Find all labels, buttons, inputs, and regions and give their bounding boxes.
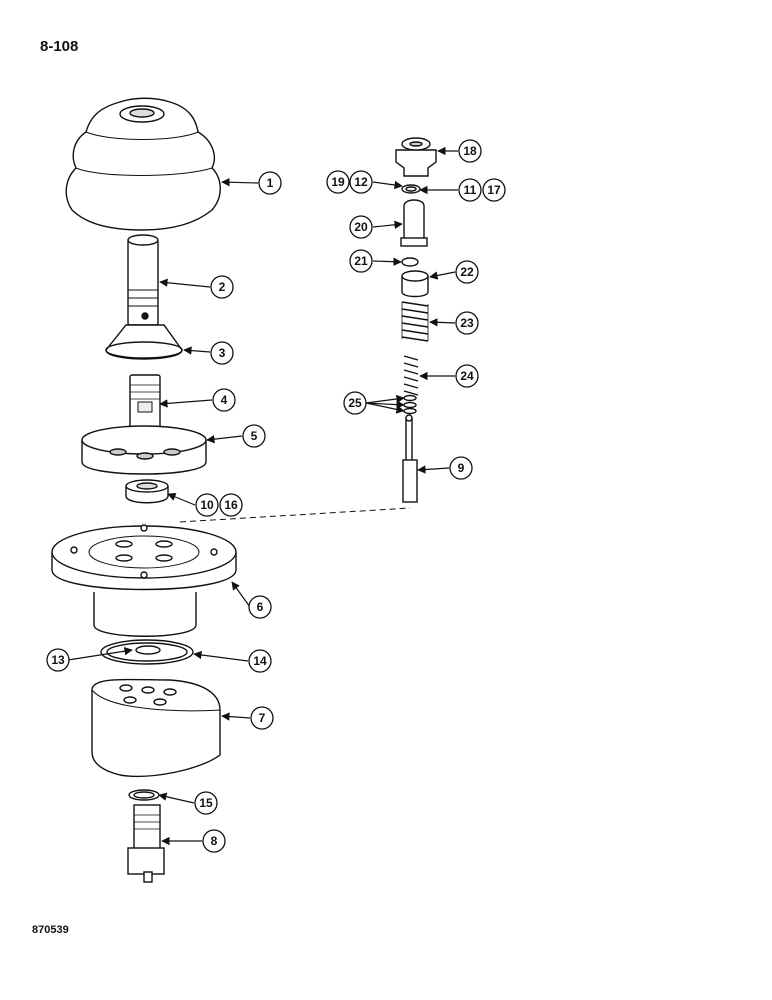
assembly-link-line bbox=[179, 507, 411, 523]
svg-text:22: 22 bbox=[460, 265, 474, 279]
part-plug bbox=[127, 804, 165, 883]
callout-3: 3 bbox=[210, 341, 234, 365]
callout-25: 25 bbox=[343, 391, 367, 415]
part-body bbox=[91, 678, 221, 777]
svg-text:15: 15 bbox=[199, 796, 213, 810]
part-rod bbox=[402, 414, 418, 503]
callout-1: 1 bbox=[258, 171, 282, 195]
callout-6: 6 bbox=[248, 595, 272, 619]
svg-text:3: 3 bbox=[219, 346, 226, 360]
part-washer-small bbox=[401, 184, 421, 194]
callout-14: 14 bbox=[248, 649, 272, 673]
callout-7: 7 bbox=[250, 706, 274, 730]
callout-15: 15 bbox=[194, 791, 218, 815]
svg-text:18: 18 bbox=[463, 144, 477, 158]
callout-4: 4 bbox=[212, 388, 236, 412]
part-pin bbox=[129, 374, 161, 441]
svg-text:25: 25 bbox=[348, 396, 362, 410]
svg-text:9: 9 bbox=[458, 461, 465, 475]
callout-16: 16 bbox=[219, 493, 243, 517]
svg-text:2: 2 bbox=[219, 280, 226, 294]
page-number: 8-108 bbox=[40, 38, 79, 55]
svg-text:1: 1 bbox=[267, 176, 274, 190]
callout-5: 5 bbox=[242, 424, 266, 448]
callout-19: 19 bbox=[326, 170, 350, 194]
svg-text:14: 14 bbox=[253, 654, 267, 668]
part-clip bbox=[401, 257, 419, 267]
svg-text:10: 10 bbox=[200, 498, 214, 512]
svg-text:4: 4 bbox=[221, 393, 228, 407]
callout-18: 18 bbox=[458, 139, 482, 163]
svg-text:20: 20 bbox=[354, 220, 368, 234]
svg-text:5: 5 bbox=[251, 429, 258, 443]
callout-2: 2 bbox=[210, 275, 234, 299]
part-plate bbox=[81, 425, 207, 475]
callout-12: 12 bbox=[349, 170, 373, 194]
part-spring-small bbox=[403, 355, 419, 396]
callout-9: 9 bbox=[449, 456, 473, 480]
svg-text:8: 8 bbox=[211, 834, 218, 848]
part-shaft bbox=[127, 234, 159, 326]
part-piston bbox=[400, 199, 428, 247]
part-collar bbox=[401, 270, 429, 298]
callout-22: 22 bbox=[455, 260, 479, 284]
callout-24: 24 bbox=[455, 364, 479, 388]
callout-10: 10 bbox=[195, 493, 219, 517]
callout-17: 17 bbox=[482, 178, 506, 202]
part-boot bbox=[65, 97, 221, 231]
svg-text:12: 12 bbox=[354, 175, 368, 189]
part-cone bbox=[105, 312, 183, 360]
part-housing bbox=[51, 524, 237, 637]
svg-text:13: 13 bbox=[51, 653, 65, 667]
part-washers-25 bbox=[403, 394, 417, 415]
part-spring-large bbox=[401, 301, 429, 342]
svg-text:23: 23 bbox=[460, 316, 474, 330]
svg-text:16: 16 bbox=[224, 498, 238, 512]
callout-23: 23 bbox=[455, 311, 479, 335]
svg-text:19: 19 bbox=[331, 175, 345, 189]
part-seal bbox=[125, 479, 169, 504]
part-oring-15 bbox=[128, 789, 160, 801]
svg-text:17: 17 bbox=[487, 183, 501, 197]
callout-20: 20 bbox=[349, 215, 373, 239]
part-cap bbox=[395, 137, 437, 177]
svg-text:7: 7 bbox=[259, 711, 266, 725]
callout-13: 13 bbox=[46, 648, 70, 672]
svg-text:11: 11 bbox=[464, 183, 477, 197]
svg-text:6: 6 bbox=[257, 600, 264, 614]
svg-text:24: 24 bbox=[460, 369, 474, 383]
part-gasket bbox=[100, 639, 194, 665]
figure-code: 870539 bbox=[32, 924, 69, 936]
callout-8: 8 bbox=[202, 829, 226, 853]
svg-text:21: 21 bbox=[354, 254, 368, 268]
callout-11: 11 bbox=[458, 178, 482, 202]
callout-21: 21 bbox=[349, 249, 373, 273]
